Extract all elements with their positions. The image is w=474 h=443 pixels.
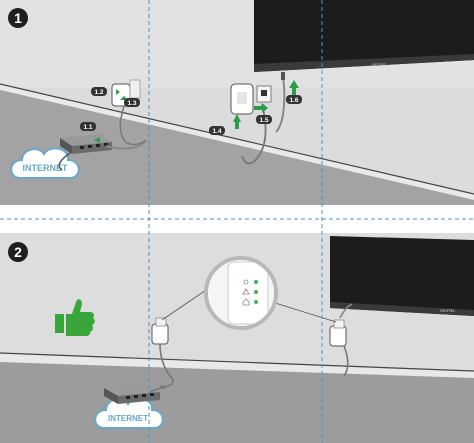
power-icon [243,279,258,285]
zoom-line-right [271,301,337,323]
step-1-number: 1 [14,10,22,26]
callout-1-3-text: 1.3 [127,100,136,107]
cloud-icon-2: INTERNET [94,397,164,429]
callout-1-1-text: 1.1 [83,124,92,131]
powerline-adapter-3 [151,317,174,388]
cloud-icon: INTERNET [10,147,80,179]
panel-step-1: VESTEL 1 INTERNET [0,0,474,214]
tv-brand: VESTEL [372,62,388,67]
step-1-badge: 1 [8,8,28,28]
status-led-magnifier [204,256,278,330]
callout-1-4: 1.4 [209,126,225,135]
callout-1-2-text: 1.2 [94,89,103,96]
callout-1-1: 1.1 [80,122,96,131]
tv-panel: VESTEL [254,0,474,72]
callout-1-2: 1.2 [91,87,107,96]
zoom-line-left [161,285,213,321]
thumbs-up-icon [55,299,95,336]
internet-label-1: INTERNET [23,163,69,173]
tv-brand-2: VESTEL [440,308,456,313]
panel-step-2: VESTEL 2 [0,233,474,443]
callout-1-5: 1.5 [256,115,272,124]
callout-1-4-text: 1.4 [212,128,221,135]
home-network-icon [242,298,258,306]
callout-1-3: 1.3 [124,98,140,107]
tv-panel-2: VESTEL [330,236,474,316]
step-2-number: 2 [14,244,22,260]
internet-label-2: INTERNET [108,414,148,423]
callout-1-5-text: 1.5 [259,117,268,124]
warning-triangle-icon [242,288,258,295]
powerline-adapter-2 [230,72,299,165]
powerline-adapter-4 [329,303,353,377]
step-2-badge: 2 [8,242,28,262]
arrow-into-switch [94,137,100,143]
callout-1-6: 1.6 [286,95,302,104]
callout-1-6-text: 1.6 [289,97,298,104]
